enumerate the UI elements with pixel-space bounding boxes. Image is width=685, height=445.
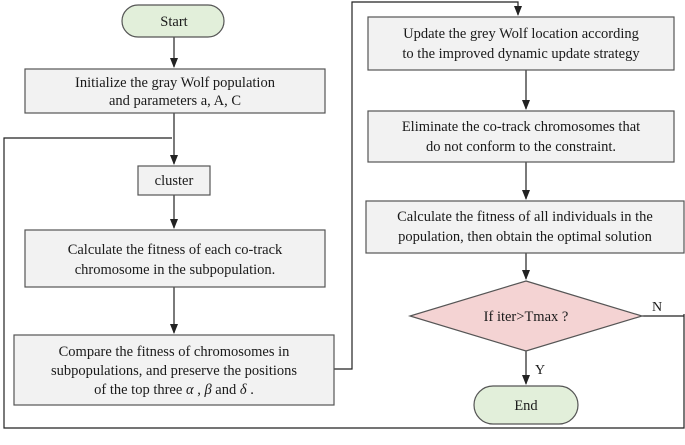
compare-line-3: of the top three α , β and δ . (94, 382, 254, 398)
fitness-sub-line-2: chromosome in the subpopulation. (75, 262, 276, 278)
update-line-2: to the improved dynamic update strategy (402, 46, 640, 62)
compare-box: Compare the fitness of chromosomes in su… (13, 334, 335, 406)
no-label: N (652, 300, 662, 315)
arrow-compare-to-update (334, 1, 522, 370)
start-node: Start (121, 4, 225, 38)
decision-label: If iter>Tmax ? (484, 309, 569, 325)
arrow-loop-back-to-cluster (3, 137, 685, 429)
update-line-1: Update the grey Wolf location according (403, 26, 639, 42)
compare-sep: , (194, 382, 205, 398)
start-label: Start (160, 14, 187, 30)
fitness-all-line-1: Calculate the fitness of all individuals… (397, 209, 653, 225)
init-box: Initialize the gray Wolf population and … (24, 68, 326, 114)
fitness-sub-box: Calculate the fitness of each co-track c… (24, 229, 326, 288)
init-line-1: Initialize the gray Wolf population (75, 75, 276, 91)
end-label: End (514, 398, 538, 414)
end-node: End (473, 385, 579, 425)
compare-line-2: subpopulations, and preserve the positio… (51, 363, 297, 379)
cluster-label: cluster (155, 173, 194, 189)
beta-symbol: β (203, 382, 212, 398)
fitness-all-box: Calculate the fitness of all individuals… (365, 200, 685, 254)
yes-label: Y (535, 363, 545, 378)
eliminate-line-2: do not conform to the constraint. (426, 139, 616, 155)
init-line-2: and parameters a, A, C (109, 93, 241, 109)
compare-suffix: . (247, 382, 254, 398)
update-box: Update the grey Wolf location according … (367, 16, 675, 71)
fitness-all-line-2: population, then obtain the optimal solu… (398, 229, 652, 245)
connectors (3, 1, 685, 429)
cluster-box: cluster (137, 165, 211, 196)
alpha-symbol: α (186, 382, 194, 398)
compare-line-1: Compare the fitness of chromosomes in (59, 344, 290, 360)
eliminate-box: Eliminate the co-track chromosomes that … (367, 110, 675, 163)
decision-node: If iter>Tmax ? (407, 280, 645, 352)
fitness-sub-line-1: Calculate the fitness of each co-track (68, 242, 283, 258)
delta-symbol: δ (240, 382, 247, 398)
eliminate-line-1: Eliminate the co-track chromosomes that (402, 119, 640, 135)
compare-line-3-prefix: of the top three (94, 382, 186, 398)
compare-and: and (212, 382, 240, 398)
